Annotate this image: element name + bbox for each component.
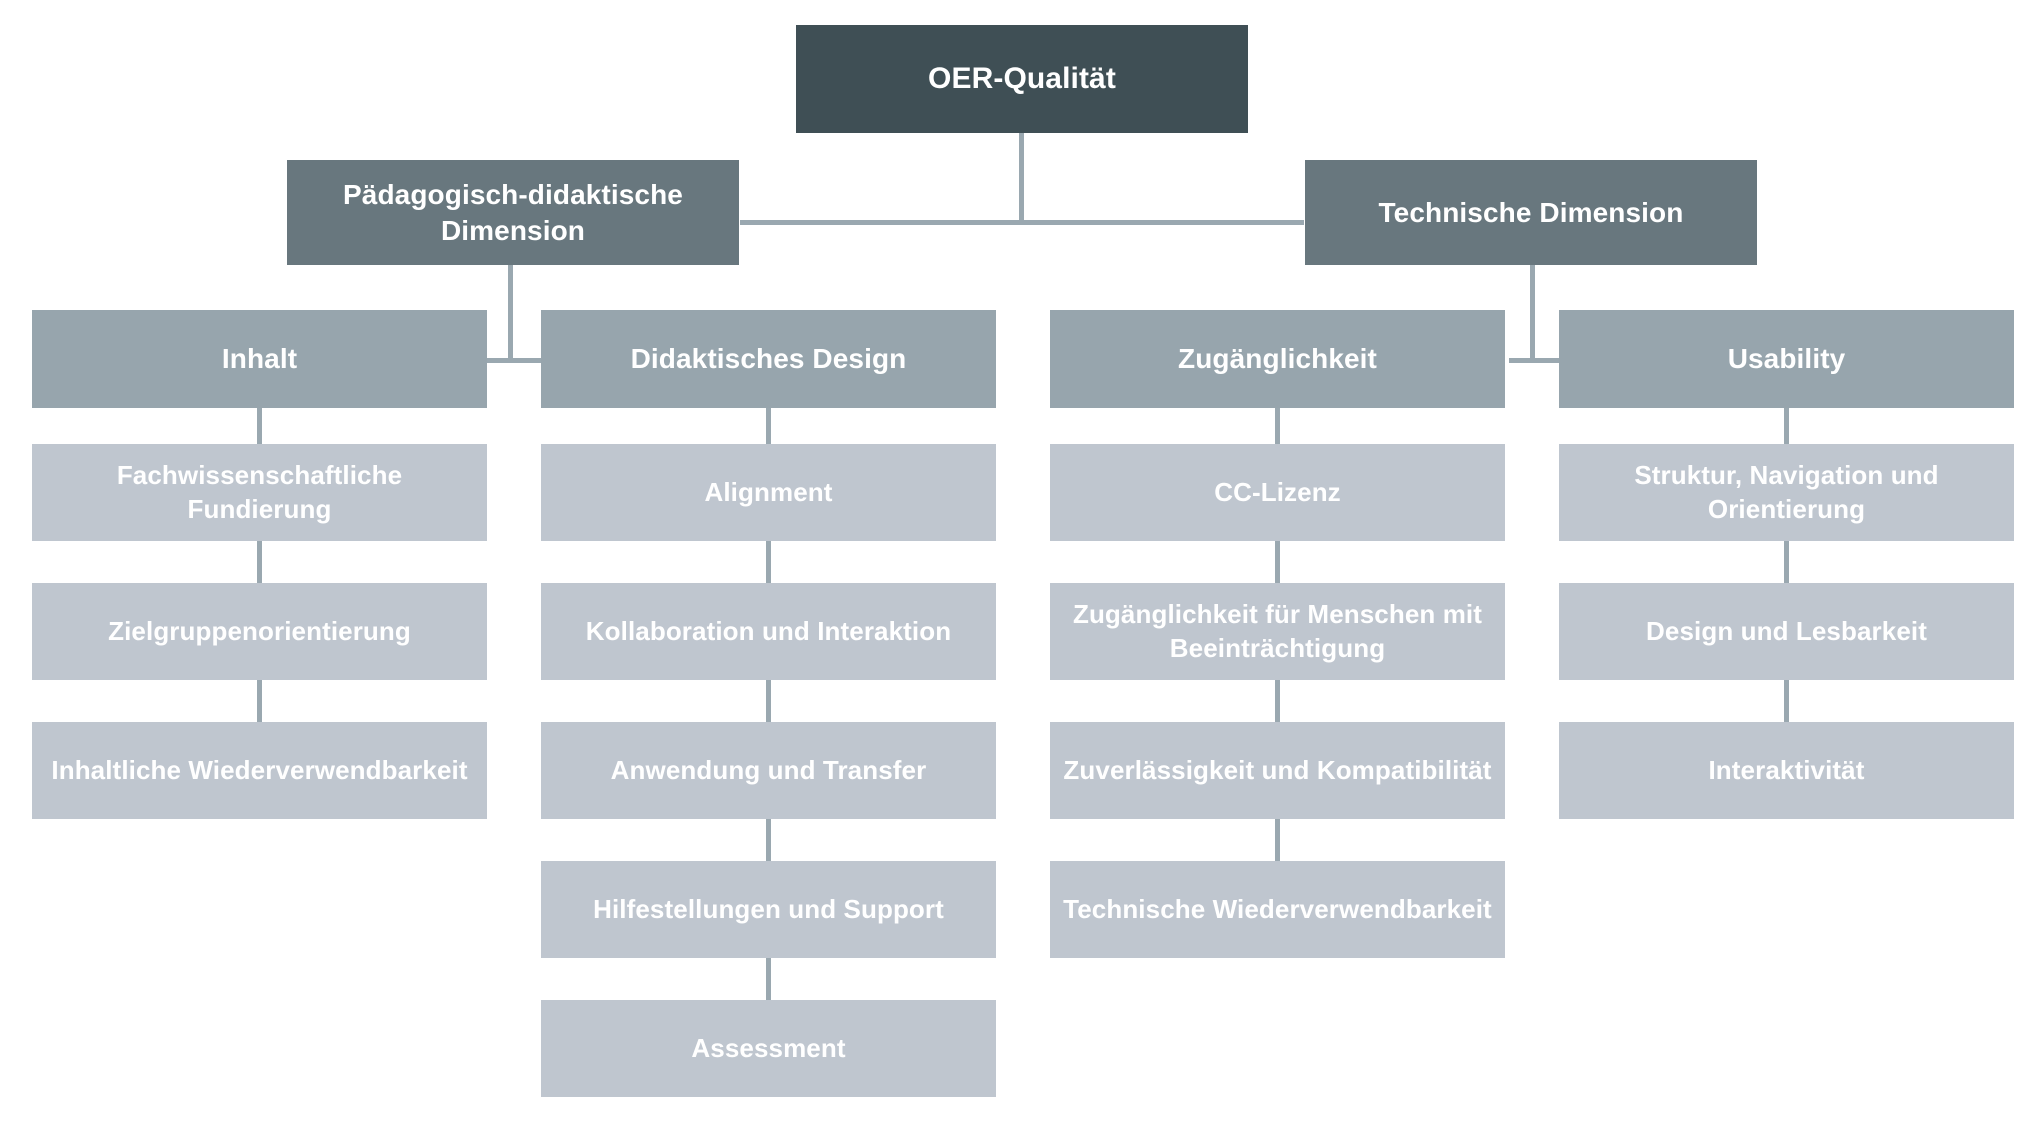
- node-category-didaktisches-design[interactable]: Didaktisches Design: [541, 310, 996, 408]
- node-criterion-inhaltliche-wiederverwendbarkeit[interactable]: Inhaltliche Wiederverwendbarkeit: [32, 722, 487, 819]
- connector-col2-spine: [766, 405, 771, 1005]
- node-criterion-zugaenglichkeit-beeintraechtigung[interactable]: Zugänglichkeit für Menschen mit Beeinträ…: [1050, 583, 1505, 680]
- node-criterion-struktur-navigation-orientierung[interactable]: Struktur, Navigation und Orientierung: [1559, 444, 2014, 541]
- node-root-oer-qualitaet[interactable]: OER-Qualität: [796, 25, 1248, 133]
- node-criterion-kollaboration-und-interaktion[interactable]: Kollaboration und Interaktion: [541, 583, 996, 680]
- node-category-usability[interactable]: Usability: [1559, 310, 2014, 408]
- node-criterion-technische-wiederverwendbarkeit[interactable]: Technische Wiederverwendbarkeit: [1050, 861, 1505, 958]
- connector-root-stem: [1019, 133, 1024, 223]
- connector-dimension-bar: [740, 220, 1304, 225]
- node-criterion-alignment[interactable]: Alignment: [541, 444, 996, 541]
- node-criterion-design-und-lesbarkeit[interactable]: Design und Lesbarkeit: [1559, 583, 2014, 680]
- node-criterion-fachwissenschaftliche-fundierung[interactable]: Fachwissenschaftliche Fundierung: [32, 444, 487, 541]
- node-criterion-interaktivitaet[interactable]: Interaktivität: [1559, 722, 2014, 819]
- node-criterion-zielgruppenorientierung[interactable]: Zielgruppenorientierung: [32, 583, 487, 680]
- connector-tech-stem: [1530, 265, 1535, 362]
- node-category-zugaenglichkeit[interactable]: Zugänglichkeit: [1050, 310, 1505, 408]
- node-criterion-assessment[interactable]: Assessment: [541, 1000, 996, 1097]
- connector-col1-spine: [257, 405, 262, 727]
- node-dimension-technisch[interactable]: Technische Dimension: [1305, 160, 1757, 265]
- connector-paed-stem: [508, 265, 513, 362]
- node-criterion-hilfestellungen-und-support[interactable]: Hilfestellungen und Support: [541, 861, 996, 958]
- node-criterion-anwendung-und-transfer[interactable]: Anwendung und Transfer: [541, 722, 996, 819]
- node-criterion-cc-lizenz[interactable]: CC-Lizenz: [1050, 444, 1505, 541]
- node-category-inhalt[interactable]: Inhalt: [32, 310, 487, 408]
- connector-col4-spine: [1784, 405, 1789, 727]
- node-dimension-paedagogisch-didaktisch[interactable]: Pädagogisch-didaktische Dimension: [287, 160, 739, 265]
- node-criterion-zuverlaessigkeit-und-kompatibilitaet[interactable]: Zuverlässigkeit und Kompatibilität: [1050, 722, 1505, 819]
- connector-paed-bar: [487, 358, 541, 363]
- connector-tech-bar: [1509, 358, 1563, 363]
